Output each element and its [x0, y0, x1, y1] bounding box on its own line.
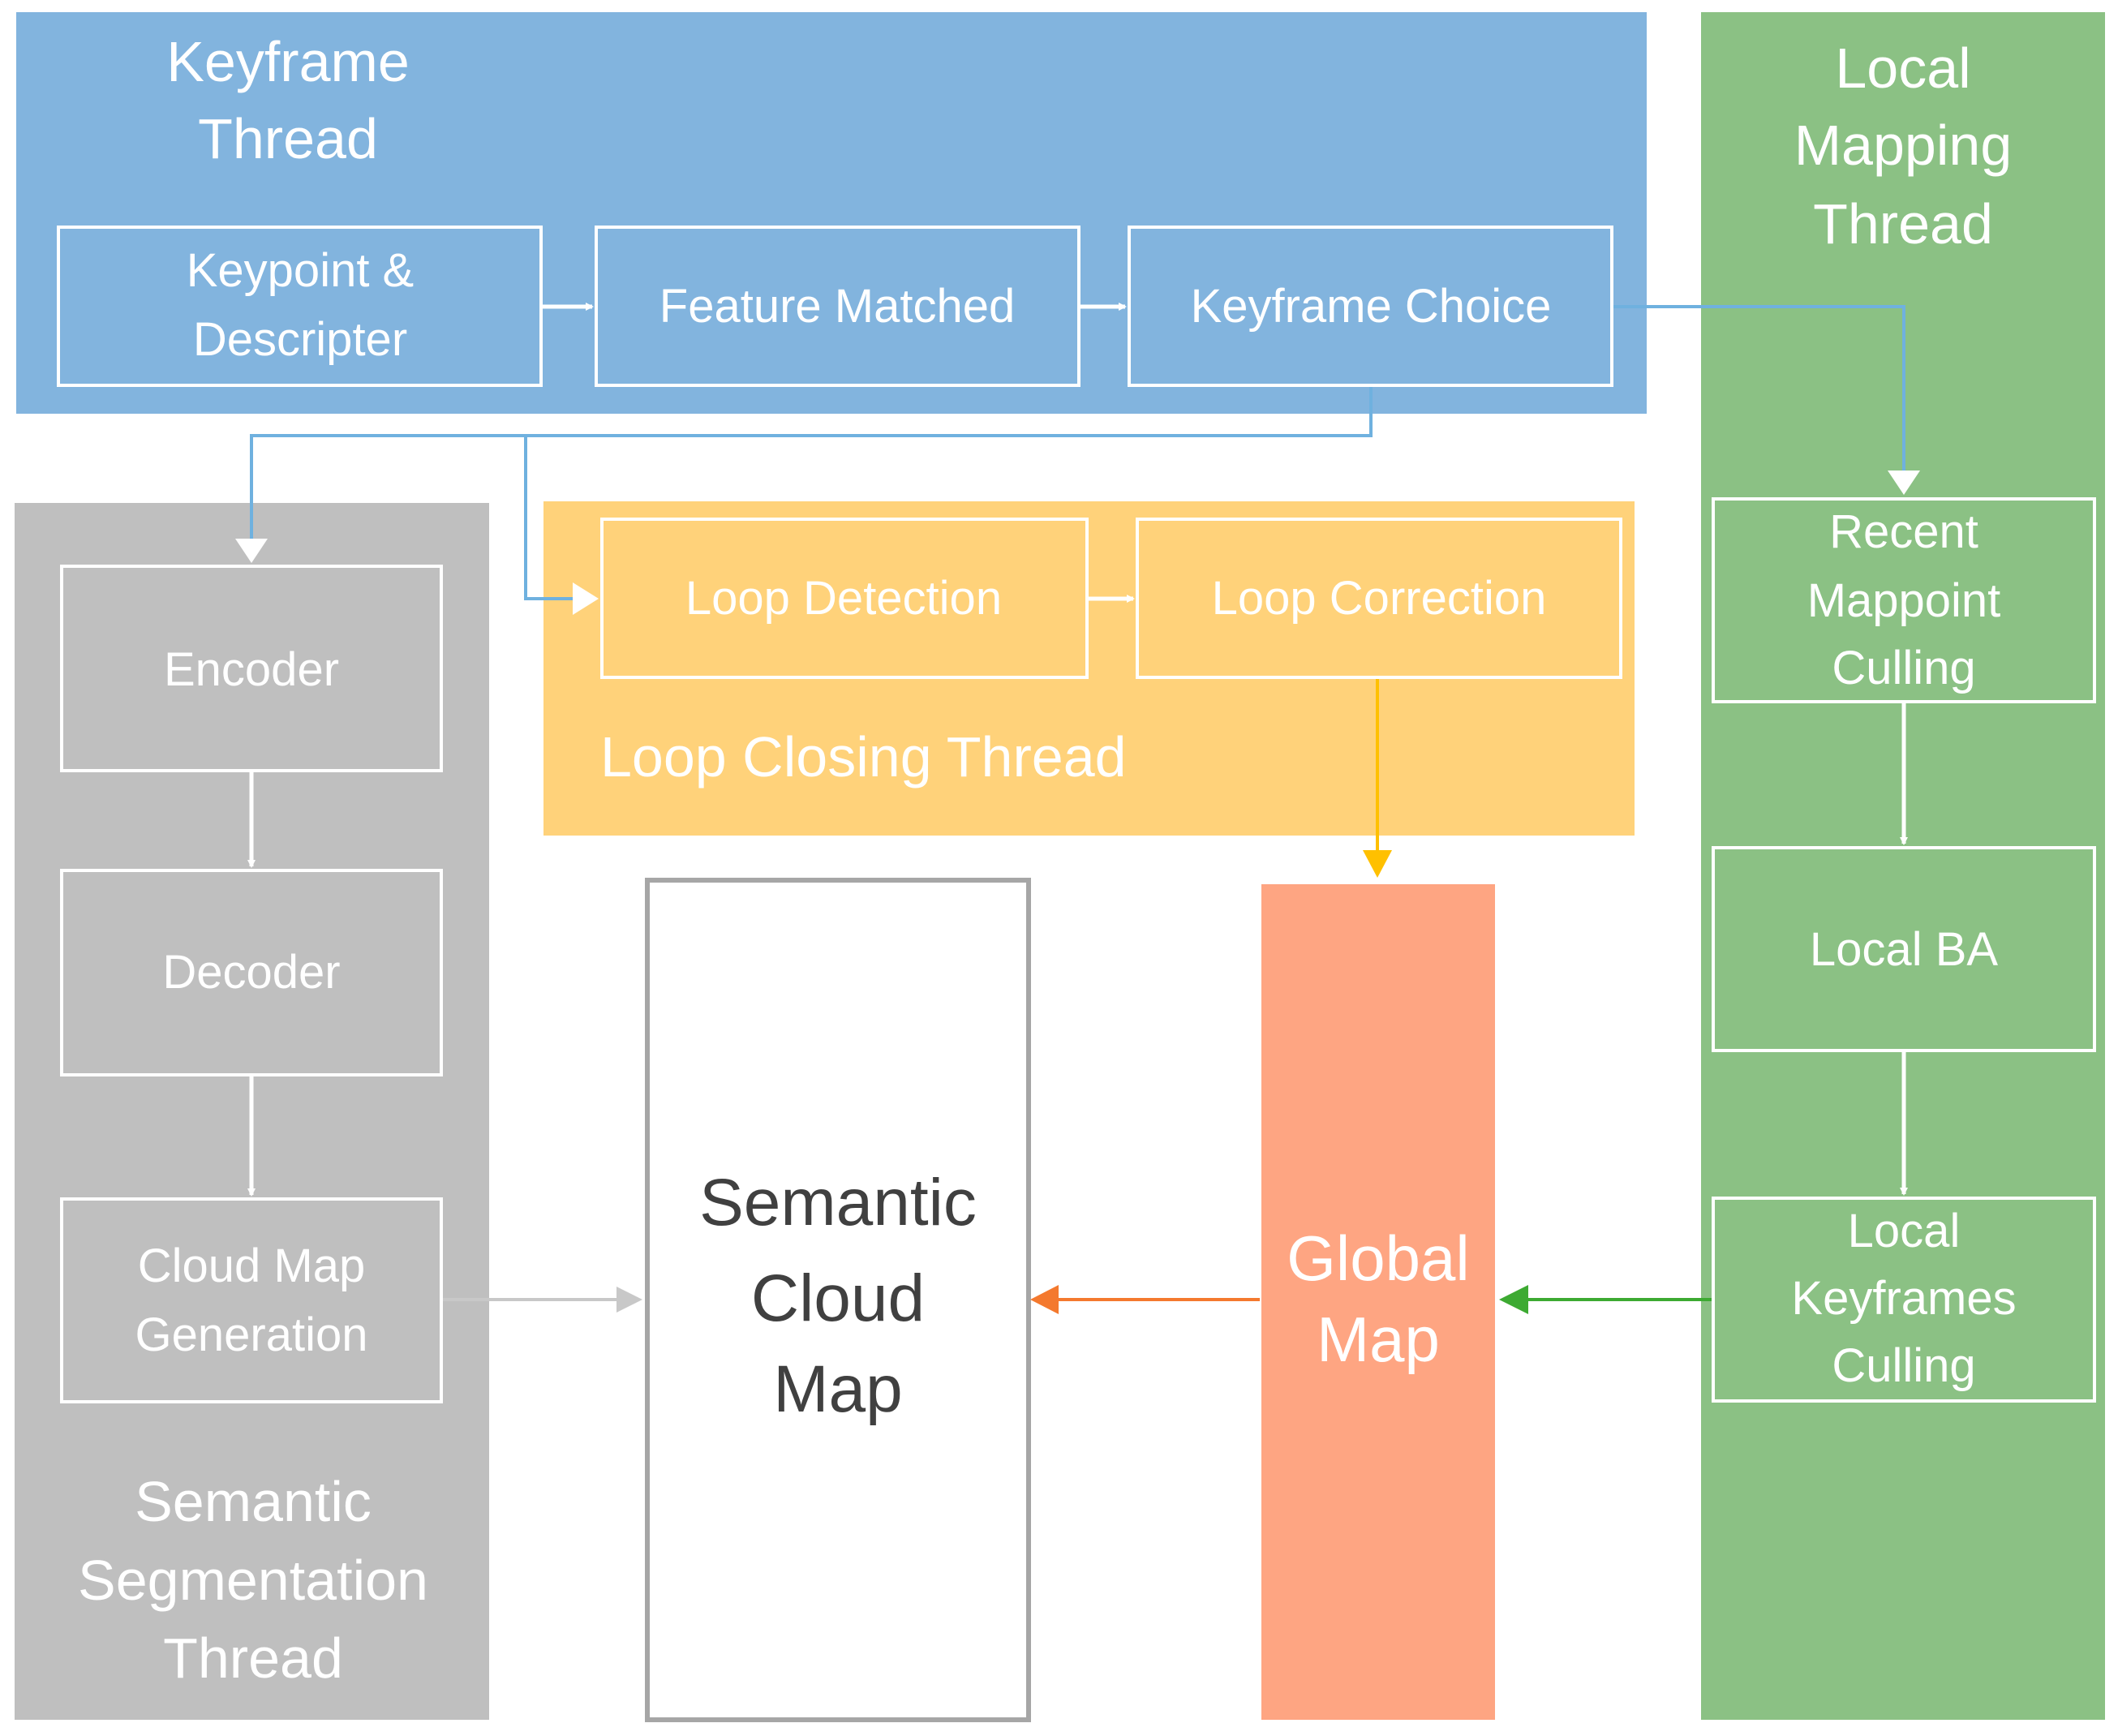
keyframe-thread-panel [16, 12, 1647, 414]
arrowhead-keyframe-to-local-mapping [1888, 471, 1920, 495]
recent-mappoint-culling-box [1712, 497, 2096, 703]
cloud-map-generation-line1: Cloud Map [138, 1240, 365, 1292]
local-ba-label: Local BA [1810, 923, 1998, 976]
semantic-thread-title-line1: Semantic [135, 1470, 372, 1533]
local-mapping-thread-panel [1701, 12, 2105, 1720]
keyframe-thread-group: Keyframe Thread Keypoint & Descripter Fe… [16, 12, 1647, 414]
local-mapping-title-line1: Local [1835, 37, 1970, 100]
local-mapping-title-line3: Thread [1813, 192, 1993, 256]
keypoint-descripter-box [57, 226, 543, 387]
recent-mappoint-line3: Culling [1832, 642, 1975, 694]
keyframe-thread-title-line1: Keyframe [166, 30, 410, 93]
global-map-box [1261, 884, 1495, 1720]
recent-mappoint-line1: Recent [1829, 505, 1978, 558]
global-map-line1: Global [1287, 1223, 1469, 1294]
loop-closing-thread-group: Loop Detection Loop Correction Loop Clos… [543, 501, 1635, 836]
keyframe-choice-label: Keyframe Choice [1191, 280, 1552, 333]
arrowhead-cloud-map-generation-to-semantic-cloud-map [616, 1287, 642, 1313]
semantic-cloud-map-line2: Cloud [751, 1261, 925, 1335]
loop-detection-label: Loop Detection [685, 572, 1002, 625]
feature-matched-box [595, 226, 1080, 387]
loop-closing-thread-panel [543, 501, 1635, 836]
arrow-keyframe-to-threads [250, 387, 1373, 542]
local-ba-box [1712, 846, 2096, 1052]
loop-detection-box [600, 518, 1089, 679]
keypoint-descripter-line1: Keypoint & [187, 244, 415, 297]
recent-mappoint-line2: Mappoint [1807, 574, 2001, 627]
global-map-line2: Map [1317, 1304, 1440, 1375]
local-keyframes-line2: Keyframes [1791, 1272, 2016, 1325]
feature-matched-label: Feature Matched [659, 280, 1015, 333]
semantic-cloud-map-group: Semantic Cloud Map [645, 878, 1031, 1722]
arrowhead-loop-correction-to-global-map [1363, 850, 1392, 878]
arrowhead-keyframes-culling-to-global-map [1499, 1285, 1528, 1314]
keyframe-thread-title-line2: Thread [198, 107, 378, 170]
keyframe-choice-box [1128, 226, 1613, 387]
cloud-map-generation-line2: Generation [135, 1308, 368, 1361]
semantic-cloud-map-line3: Map [773, 1352, 903, 1426]
encoder-box [60, 565, 443, 772]
decoder-label: Decoder [162, 946, 340, 999]
semantic-thread-title-line3: Thread [163, 1626, 343, 1690]
global-map-group: Global Map [1261, 884, 1495, 1720]
loop-closing-thread-title: Loop Closing Thread [600, 725, 1127, 789]
arrow-keyframe-to-local-mapping [1613, 305, 1905, 475]
semantic-cloud-map-line1: Semantic [699, 1166, 977, 1240]
encoder-label: Encoder [164, 643, 339, 696]
arrowhead-keyframe-to-encoder [235, 539, 268, 563]
arrowhead-keyframe-to-loop-detection [573, 582, 599, 615]
keypoint-descripter-line2: Descripter [193, 313, 407, 366]
loop-correction-label: Loop Correction [1212, 572, 1547, 625]
decoder-box [60, 869, 443, 1076]
local-mapping-title-line2: Mapping [1794, 114, 2013, 177]
local-keyframes-line1: Local [1848, 1205, 1961, 1257]
semantic-cloud-map-box [645, 878, 1031, 1722]
local-mapping-thread-group: Local Mapping Thread Recent Mappoint Cul… [1701, 12, 2105, 1720]
semantic-segmentation-thread-group: Encoder Decoder Cloud Map Generation Sem… [15, 503, 489, 1720]
cloud-map-generation-box [60, 1197, 443, 1403]
loop-correction-box [1136, 518, 1622, 679]
arrow-keyframe-to-loop-detection [524, 436, 576, 600]
arrowhead-global-map-to-semantic-cloud-map [1030, 1285, 1059, 1314]
local-keyframes-culling-box [1712, 1197, 2096, 1403]
semantic-thread-title-line2: Segmentation [78, 1549, 428, 1612]
local-keyframes-line3: Culling [1832, 1339, 1975, 1392]
